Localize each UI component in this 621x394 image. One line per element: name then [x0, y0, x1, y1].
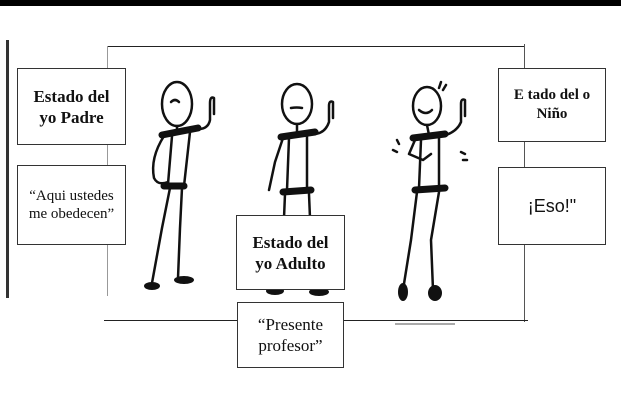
adulto-quote-box: “Presente profesor” — [237, 302, 344, 368]
frame-bottom-mark — [395, 323, 455, 325]
nino-title-box: E tado del o Niño — [498, 68, 606, 142]
padre-title-box: Estado del yo Padre — [17, 68, 126, 145]
nino-quote: ¡Eso!" — [527, 195, 577, 216]
adulto-title: Estado del yo Adulto — [252, 232, 329, 273]
adulto-title-box: Estado del yo Adulto — [236, 215, 345, 290]
top-rule — [0, 0, 621, 6]
frame-top-line — [107, 46, 525, 47]
nino-title: E tado del o Niño — [513, 87, 591, 122]
padre-quote-box: “Aqui ustedes me obedecen” — [17, 165, 126, 245]
padre-quote: “Aqui ustedes me obedecen” — [28, 188, 115, 222]
adulto-quote: “Presente profesor” — [257, 315, 324, 355]
padre-title: Estado del yo Padre — [33, 86, 110, 127]
left-rule — [6, 40, 9, 298]
parent-stick-figure — [144, 80, 216, 290]
nino-quote-box: ¡Eso!" — [498, 167, 606, 245]
child-stick-figure — [391, 80, 469, 301]
